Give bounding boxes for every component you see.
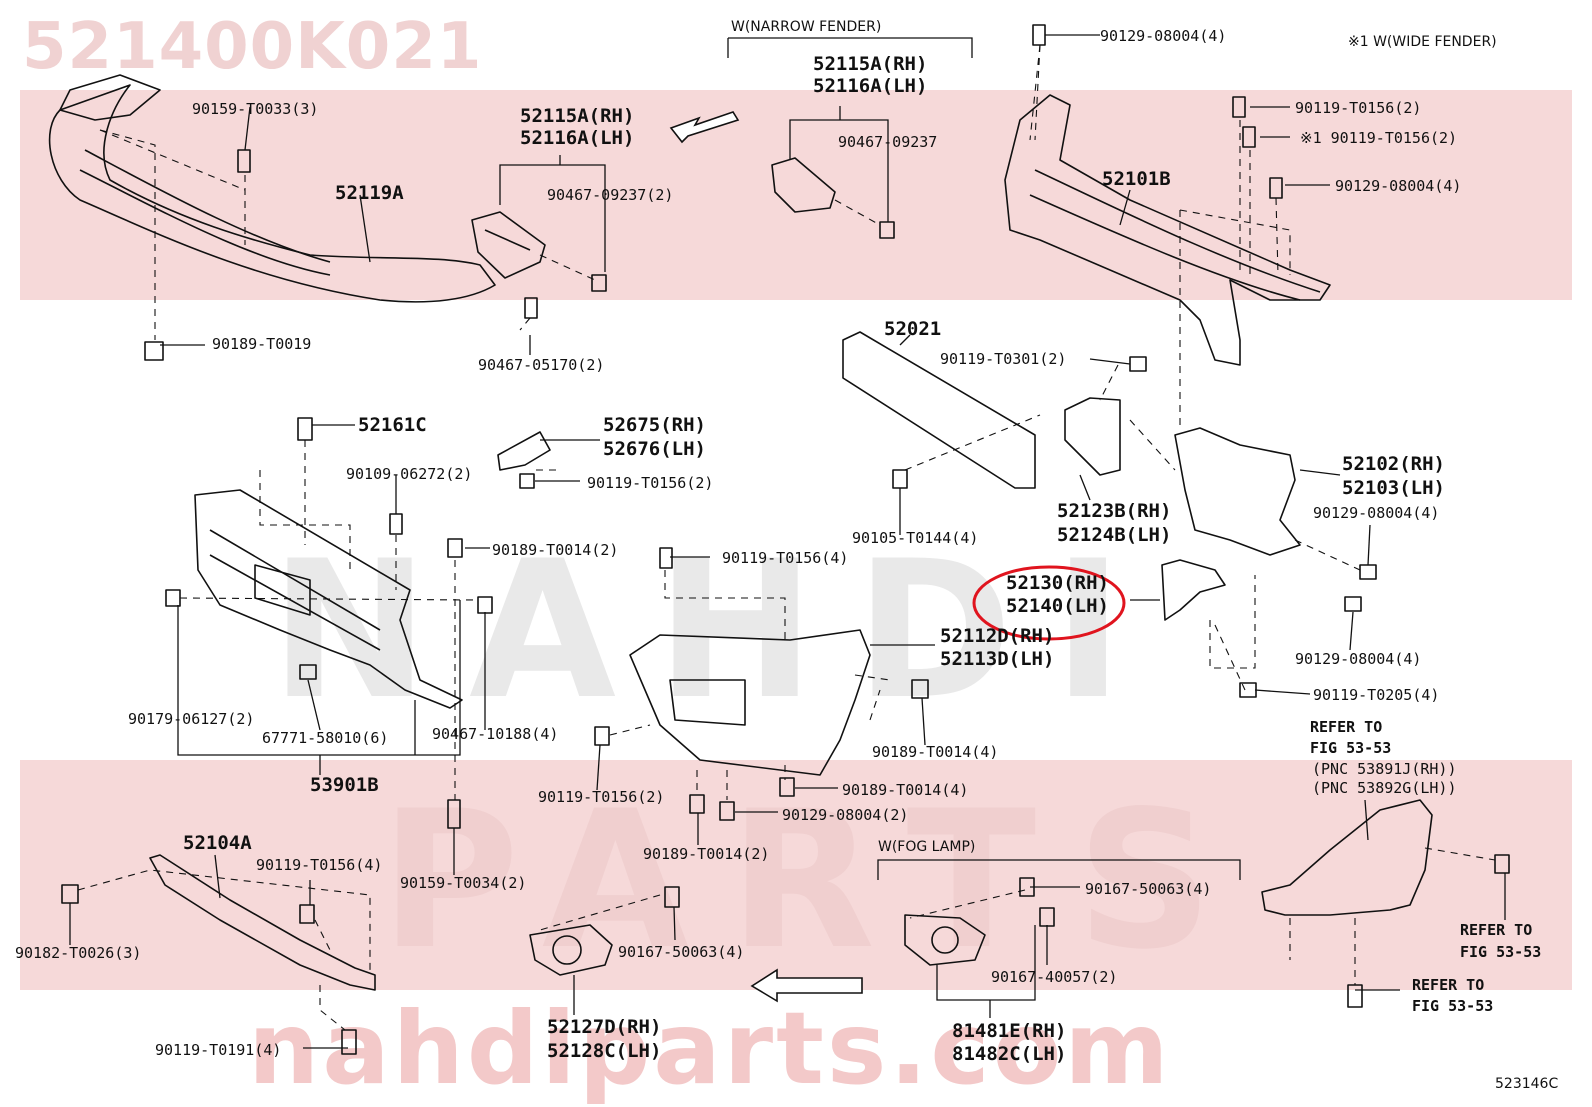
bumper-extension-part <box>629 629 871 776</box>
part-label: 52103(LH) <box>1342 477 1445 499</box>
watermark-band-top <box>20 90 1572 300</box>
part-label: 90189-T0019 <box>212 335 312 353</box>
bracket-part-small <box>1161 559 1226 621</box>
mudguard-part <box>1261 799 1433 916</box>
part-label: 90167-50063(4) <box>618 943 745 961</box>
direction-arrow-upper <box>669 111 740 144</box>
bolt-icons <box>61 24 1510 1055</box>
reinforcement-part <box>842 331 1036 489</box>
part-label: 90119-T0156(2) <box>1295 99 1422 117</box>
reference-label: FIG 53-53 <box>1460 943 1542 961</box>
part-label: 90105-T0144(4) <box>852 529 979 547</box>
part-label: 90189-T0014(4) <box>872 743 999 761</box>
lower-reinforcement-part <box>149 854 376 991</box>
wide-fender-note: ※1 W(WIDE FENDER) <box>1348 34 1497 50</box>
part-label: 90189-T0014(2) <box>492 541 619 559</box>
fog-lamp-note: W(FOG LAMP) <box>878 839 976 855</box>
part-label: 52130(RH) <box>1006 572 1109 594</box>
part-label: 52675(RH) <box>603 414 706 436</box>
part-label: 90467-10188(4) <box>432 725 559 743</box>
part-label: 81481E(RH) <box>952 1020 1067 1042</box>
fog-cover-part <box>529 924 613 976</box>
part-label: 90167-50063(4) <box>1085 880 1212 898</box>
part-label: 52115A(RH) <box>520 105 635 127</box>
part-label: 52123B(RH) <box>1057 500 1172 522</box>
part-label: 90119-T0191(4) <box>155 1041 282 1059</box>
part-label: 90179-06127(2) <box>128 710 255 728</box>
fog-lamp-part <box>904 914 986 966</box>
part-label: 52112D(RH) <box>940 625 1055 647</box>
watermark-lower-text: PARTS <box>380 770 1254 991</box>
reference-label: REFER TO <box>1460 921 1533 939</box>
part-label: 52113D(LH) <box>940 648 1055 670</box>
part-label: 52127D(RH) <box>547 1016 662 1038</box>
spoiler-part <box>48 84 496 303</box>
bracket-part <box>471 211 546 279</box>
part-label: 90119-T0301(2) <box>940 350 1067 368</box>
reference-label: REFER TO <box>1310 718 1383 736</box>
part-label: ※1 90119-T0156(2) <box>1300 129 1458 147</box>
part-label: 90159-T0034(2) <box>400 874 527 892</box>
part-label: 90467-09237(2) <box>547 186 674 204</box>
narrow-fender-note: W(NARROW FENDER) <box>731 19 882 35</box>
part-label: 90109-06272(2) <box>346 465 473 483</box>
bracket-part-mid <box>1064 397 1121 476</box>
part-label: 90159-T0033(3) <box>192 100 319 118</box>
part-label: 52128C(LH) <box>547 1040 662 1062</box>
part-label: 90129-08004(4) <box>1313 504 1440 522</box>
part-label: 52101B <box>1102 168 1171 190</box>
part-label: 90167-40057(2) <box>991 968 1118 986</box>
part-label: 90119-T0156(2) <box>587 474 714 492</box>
part-label: 90129-08004(4) <box>1100 27 1227 45</box>
part-label: 52115A(RH) <box>813 53 928 75</box>
reference-label: FIG 53-53 <box>1412 997 1494 1015</box>
diagram-id: 523146C <box>1495 1076 1559 1092</box>
part-label: 90119-T0205(4) <box>1313 686 1440 704</box>
part-label: 90119-T0156(4) <box>722 549 849 567</box>
part-label: 52116A(LH) <box>520 127 635 149</box>
part-label: 52116A(LH) <box>813 75 928 97</box>
bracket-part-narrow <box>771 157 836 213</box>
part-label: 52161C <box>358 414 427 436</box>
part-label: 67771-58010(6) <box>262 729 389 747</box>
part-label: 53901B <box>310 774 379 796</box>
part-label: 90129-08004(4) <box>1335 177 1462 195</box>
part-label: 90129-08004(2) <box>782 806 909 824</box>
bracket-part-right <box>1174 427 1301 556</box>
part-label: 52124B(LH) <box>1057 524 1172 546</box>
highlight-ellipse <box>972 565 1126 641</box>
part-label: 90189-T0014(4) <box>842 781 969 799</box>
reference-label: (PNC 53892G(LH)) <box>1312 779 1457 797</box>
part-label: 90182-T0026(3) <box>15 944 142 962</box>
direction-arrow-lower <box>750 968 863 1003</box>
part-label: 52104A <box>183 832 252 854</box>
part-label: 90467-09237 <box>838 133 938 151</box>
part-label: 52676(LH) <box>603 438 706 460</box>
page-title: 521400K021 <box>22 10 483 84</box>
bracket-part-small-2 <box>497 431 551 471</box>
part-label: 90189-T0014(2) <box>643 845 770 863</box>
part-label: 90467-05170(2) <box>478 356 605 374</box>
radiator-support-part <box>1004 94 1331 366</box>
part-label: 52119A <box>335 182 404 204</box>
part-label: 81482C(LH) <box>952 1043 1067 1065</box>
grille-part <box>194 489 463 709</box>
watermark-band-bottom <box>20 760 1572 990</box>
part-label: 52021 <box>884 318 942 340</box>
part-label: 52102(RH) <box>1342 453 1445 475</box>
part-label: 90119-T0156(4) <box>256 856 383 874</box>
reference-label: (PNC 53891J(RH)) <box>1312 760 1457 778</box>
part-label: 90119-T0156(2) <box>538 788 665 806</box>
reference-label: FIG 53-53 <box>1310 739 1392 757</box>
reference-label: REFER TO <box>1412 976 1485 994</box>
part-label highlighted-part-label: 52140(LH) <box>1006 595 1109 617</box>
part-label: 90129-08004(4) <box>1295 650 1422 668</box>
watermark-url: nahdiparts.com <box>248 990 1172 1107</box>
